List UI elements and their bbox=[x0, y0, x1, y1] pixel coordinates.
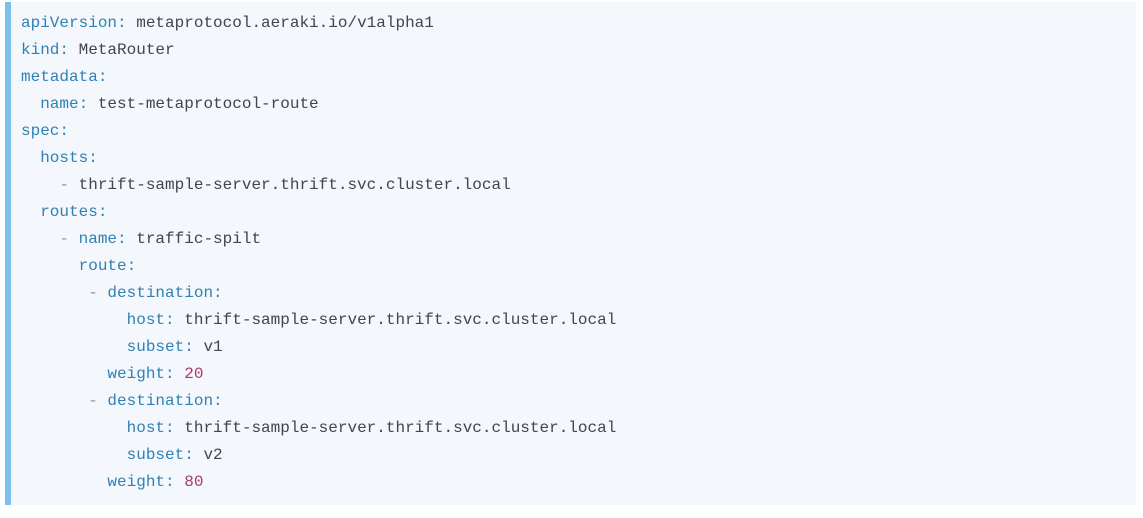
yaml-text-token bbox=[175, 473, 185, 491]
yaml-key-token: weight: bbox=[107, 473, 175, 491]
code-line: spec: bbox=[21, 118, 1122, 145]
code-line: - destination: bbox=[21, 280, 1122, 307]
code-line: subset: v1 bbox=[21, 334, 1122, 361]
yaml-text-token bbox=[21, 473, 107, 491]
yaml-key-token: destination: bbox=[107, 284, 223, 302]
yaml-key-token: name: bbox=[40, 95, 89, 113]
yaml-text-token: thrift-sample-server.thrift.svc.cluster.… bbox=[174, 311, 617, 329]
yaml-key-token: metadata: bbox=[21, 68, 108, 86]
yaml-text-token bbox=[21, 338, 127, 356]
yaml-text-token: traffic-spilt bbox=[126, 230, 262, 248]
yaml-text-token bbox=[21, 203, 40, 221]
yaml-text-token bbox=[21, 257, 79, 275]
yaml-text-token: thrift-sample-server.thrift.svc.cluster.… bbox=[78, 176, 511, 194]
yaml-key-token: name: bbox=[78, 230, 127, 248]
code-line: routes: bbox=[21, 199, 1122, 226]
yaml-text-token bbox=[21, 176, 59, 194]
code-line: metadata: bbox=[21, 64, 1122, 91]
code-line: - name: traffic-spilt bbox=[21, 226, 1122, 253]
yaml-text-token: metaprotocol.aeraki.io/v1alpha1 bbox=[126, 14, 434, 32]
yaml-key-token: apiVersion: bbox=[21, 14, 127, 32]
yaml-key-token: subset: bbox=[126, 338, 194, 356]
yaml-text-token bbox=[21, 392, 88, 410]
yaml-code: apiVersion: metaprotocol.aeraki.io/v1alp… bbox=[21, 10, 1122, 496]
yaml-key-token: weight: bbox=[107, 365, 175, 383]
yaml-key-token: routes: bbox=[40, 203, 108, 221]
yaml-key-token: host: bbox=[126, 419, 175, 437]
code-line: subset: v2 bbox=[21, 442, 1122, 469]
yaml-key-token: hosts: bbox=[40, 149, 98, 167]
code-line: route: bbox=[21, 253, 1122, 280]
yaml-key-token: kind: bbox=[21, 41, 70, 59]
yaml-text-token bbox=[21, 446, 127, 464]
yaml-dash-token: - bbox=[59, 176, 79, 194]
code-line: - thrift-sample-server.thrift.svc.cluste… bbox=[21, 172, 1122, 199]
yaml-dash-token: - bbox=[88, 392, 108, 410]
yaml-number-token: 80 bbox=[184, 473, 204, 491]
yaml-text-token: v2 bbox=[193, 446, 223, 464]
yaml-code-block: apiVersion: metaprotocol.aeraki.io/v1alp… bbox=[5, 2, 1136, 505]
yaml-text-token bbox=[21, 149, 40, 167]
yaml-text-token bbox=[175, 365, 185, 383]
yaml-text-token: thrift-sample-server.thrift.svc.cluster.… bbox=[174, 419, 617, 437]
code-line: weight: 20 bbox=[21, 361, 1122, 388]
yaml-dash-token: - bbox=[59, 230, 79, 248]
yaml-text-token: v1 bbox=[193, 338, 223, 356]
yaml-key-token: subset: bbox=[126, 446, 194, 464]
code-line: hosts: bbox=[21, 145, 1122, 172]
code-content: apiVersion: metaprotocol.aeraki.io/v1alp… bbox=[21, 10, 1122, 496]
code-line: name: test-metaprotocol-route bbox=[21, 91, 1122, 118]
yaml-key-token: destination: bbox=[107, 392, 223, 410]
yaml-text-token bbox=[21, 365, 107, 383]
code-line: host: thrift-sample-server.thrift.svc.cl… bbox=[21, 307, 1122, 334]
yaml-text-token: test-metaprotocol-route bbox=[88, 95, 319, 113]
code-line: kind: MetaRouter bbox=[21, 37, 1122, 64]
yaml-text-token bbox=[21, 95, 40, 113]
yaml-text-token bbox=[21, 230, 59, 248]
code-line: apiVersion: metaprotocol.aeraki.io/v1alp… bbox=[21, 10, 1122, 37]
code-line: weight: 80 bbox=[21, 469, 1122, 496]
yaml-text-token bbox=[21, 311, 127, 329]
yaml-text-token: MetaRouter bbox=[69, 41, 175, 59]
code-line: - destination: bbox=[21, 388, 1122, 415]
yaml-text-token bbox=[21, 419, 127, 437]
yaml-text-token bbox=[21, 284, 88, 302]
yaml-key-token: route: bbox=[78, 257, 137, 275]
code-line: host: thrift-sample-server.thrift.svc.cl… bbox=[21, 415, 1122, 442]
yaml-key-token: spec: bbox=[21, 122, 70, 140]
yaml-number-token: 20 bbox=[184, 365, 204, 383]
yaml-key-token: host: bbox=[126, 311, 175, 329]
yaml-dash-token: - bbox=[88, 284, 108, 302]
